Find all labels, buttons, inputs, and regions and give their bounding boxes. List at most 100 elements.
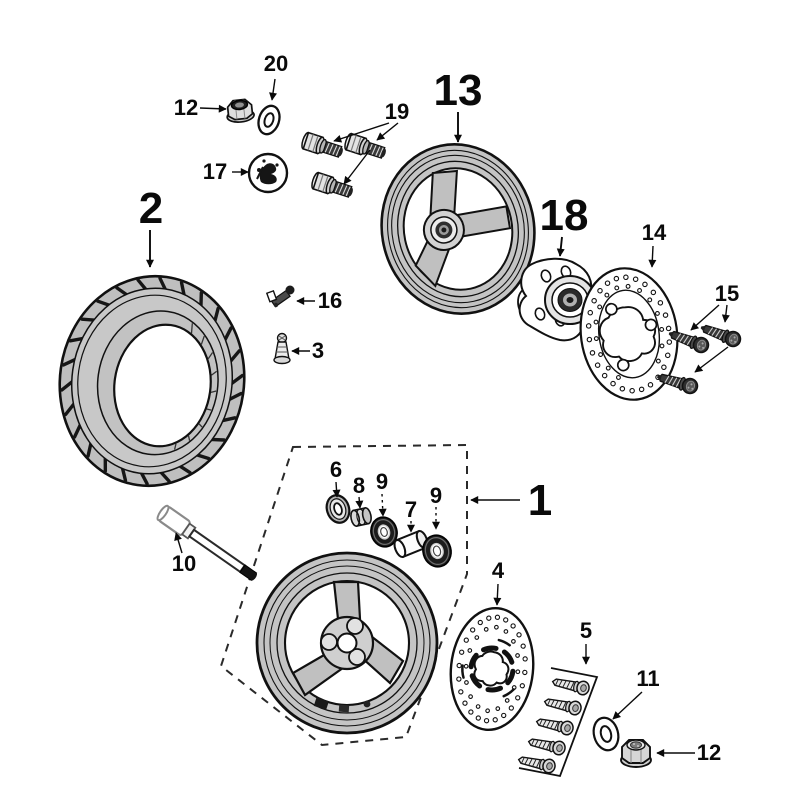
callout-11: 11 (636, 666, 659, 691)
disc-hole (475, 715, 481, 721)
tire-inner-ribs (173, 323, 218, 450)
disc-hole (589, 350, 596, 356)
part-9-bearing-left (370, 516, 398, 548)
disc-hole (604, 292, 610, 298)
tire-carcass-line (206, 408, 212, 411)
nut-bore (630, 741, 642, 749)
disc-hole (511, 639, 516, 644)
wheel-hub-hole (348, 648, 366, 666)
callout-14: 14 (642, 220, 667, 245)
fitting-clip (265, 289, 278, 303)
disc-hole (623, 274, 629, 281)
part-14-brake-disc (579, 267, 679, 401)
leader-11 (612, 691, 643, 720)
disc-hole (654, 310, 660, 316)
axle-tip-end (250, 572, 257, 581)
carrier-hole (540, 269, 552, 283)
disc-hole (477, 619, 483, 626)
part-3-valve (273, 332, 291, 365)
part-18-hub-carrier (517, 257, 596, 342)
disc14-center-cutout (598, 306, 657, 362)
part-10-axle (156, 504, 258, 582)
disc-hole (495, 706, 501, 711)
disc-14-holes-inner (593, 283, 665, 380)
tire-carcass-line (210, 390, 217, 393)
disc-hole (515, 695, 521, 701)
screw-5-a (550, 674, 592, 697)
disc-hole (614, 285, 620, 291)
disc-hole (625, 283, 631, 289)
wheel-hub-hole (346, 617, 364, 635)
cap-lion-emblem (259, 163, 277, 185)
nut-speckle (637, 745, 639, 747)
disc-hole (475, 704, 481, 709)
valve-cap-knurl (278, 335, 286, 341)
disc-hole (492, 717, 498, 723)
disc-hole (593, 319, 599, 325)
disc-hole (483, 627, 489, 632)
callout-20: 20 (264, 51, 288, 76)
disc-hole (585, 323, 592, 329)
disc-hole (508, 705, 514, 711)
part-12-nut-bottom (620, 739, 652, 768)
disc14-mount-hole (644, 318, 658, 332)
leader-14 (648, 245, 657, 268)
wheel-ring (276, 572, 418, 714)
disc14-mount-hole (605, 302, 618, 316)
tire-sidewall-ring (77, 294, 227, 468)
bearing-ring (424, 537, 450, 565)
disc-hole (665, 325, 672, 332)
disc-hole (598, 352, 604, 358)
part-4-brake-disc (449, 606, 535, 732)
disc-hole (655, 358, 661, 364)
callout-1: 1 (528, 476, 552, 525)
fitting-tip (273, 302, 279, 308)
tire-carcass-line (211, 370, 218, 376)
rim-ring (396, 160, 520, 298)
part-20-washer (257, 104, 281, 136)
wheel-center-bore (336, 632, 358, 654)
rim-ring (391, 154, 525, 304)
callout-9-left: 9 (376, 469, 388, 494)
disc-hole (647, 297, 653, 303)
disc-hole (501, 712, 507, 719)
disc4-center-cutout (473, 650, 510, 687)
callout-16: 16 (318, 288, 342, 313)
disc-hole (522, 656, 528, 662)
callout-8: 8 (353, 473, 365, 498)
wheel-hub-hole (320, 633, 338, 651)
disc-hole (516, 632, 522, 638)
disc-hole (520, 643, 526, 649)
axle-shaft (187, 528, 247, 574)
leader-18 (556, 236, 565, 257)
wheel-valve-weight (313, 697, 329, 710)
disc-hole (464, 680, 469, 685)
disc-hole (494, 614, 501, 620)
callout-5: 5 (580, 618, 592, 643)
carrier-hole (534, 307, 546, 321)
part-2-tire (58, 274, 246, 488)
wheel-spoke (332, 580, 362, 621)
part-8-spacer-bush (350, 506, 372, 528)
tire-carcass-line (200, 335, 205, 345)
callout-10: 10 (172, 551, 196, 576)
bolt-19-c (309, 170, 356, 202)
leader-20 (269, 78, 277, 101)
disc-hole (666, 339, 673, 345)
callout-4: 4 (492, 558, 505, 583)
cap-detail-dot (262, 159, 266, 163)
disc14-mount-hole (616, 358, 630, 372)
disc-hole (510, 623, 516, 629)
disc-hole (586, 336, 593, 343)
leader-15-c (694, 346, 729, 373)
callout-7: 7 (405, 497, 417, 522)
callout-15: 15 (715, 281, 739, 306)
tire-carcass-line (198, 423, 203, 428)
leader-8 (355, 496, 364, 509)
disc-hole (470, 627, 476, 633)
disc-hole (459, 649, 465, 655)
part-13-front-rim (380, 143, 536, 315)
valve-base (273, 355, 291, 365)
screw-strip (518, 667, 599, 778)
